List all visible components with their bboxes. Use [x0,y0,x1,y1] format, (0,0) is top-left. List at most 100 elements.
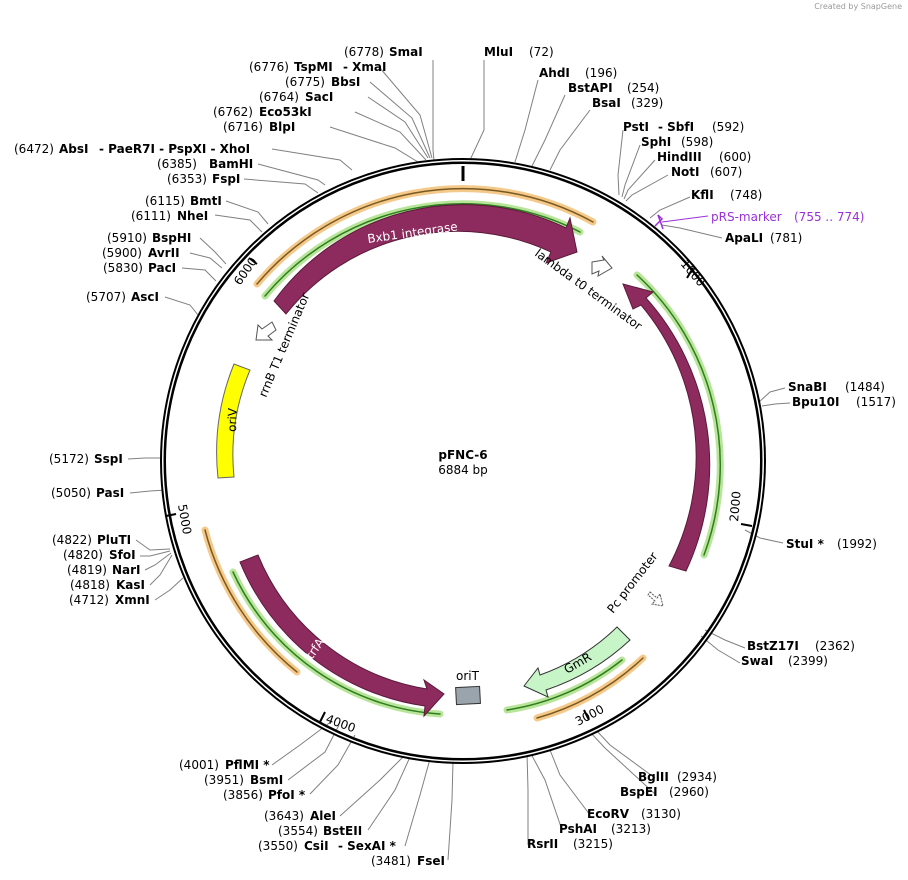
site-name: AhdI [539,66,570,80]
site-name: SwaI [741,654,773,668]
site-name: BamHI [209,157,253,171]
site-pos: (1992) [837,537,877,551]
tick-label-5000: 5000 [175,503,194,536]
site-pos: (2934) [677,770,717,784]
site-name: CsiI [304,839,329,853]
site-name: PacI [148,261,176,275]
site-name: StuI * [786,537,825,551]
site-name: PluTI [97,533,131,547]
site-pos: (6115) [145,194,185,208]
site-name: AvrII [148,246,180,260]
site-name: MluI [484,45,513,59]
site-pos: (2960) [669,785,709,799]
site-pos: (6778) [344,45,384,59]
feature-orit [455,685,481,706]
feature-label-sacb: SacB [669,406,688,438]
site-pos: (6716) [223,120,263,134]
site-pos: (781) [770,231,802,245]
site-name: SfoI [109,548,136,562]
site-pos: (5910) [107,231,147,245]
site-name: PflMI * [225,758,270,772]
feature-bxb1-integrase [273,204,578,315]
feature-label-orit: oriT [456,669,480,683]
site-name: BstAPI [568,81,613,95]
site-name: PstI [623,120,649,134]
feature-label-oriv: oriV [225,407,240,432]
site-name: NotI [671,165,700,179]
site-name: NheI [177,209,208,223]
feature-glows [201,185,724,722]
site-name: BsaI [592,96,621,110]
backbone-inner [163,161,763,761]
primer-arrow [654,214,664,230]
feature-gmr [523,626,631,698]
site-pos: (3481) [371,854,411,868]
site-pos: (600) [719,150,751,164]
site-pos: (6472) [14,142,54,156]
site-labels-right: MluI (72) AhdI (196) BstAPI (254) BsaI (… [484,45,896,851]
site-pos: (4822) [52,533,92,547]
site-name: KflI [691,188,714,202]
site-name: FspI [212,172,240,186]
site-pos: (5900) [102,246,142,260]
site-pos: (329) [631,96,663,110]
site-pos: (6764) [259,90,299,104]
primer-range: (755 .. 774) [794,210,864,224]
site-name: BmtI [190,194,222,208]
site-pos: (4820) [63,548,103,562]
site-pos: (6111) [131,209,171,223]
site-labels-left: (6778) SmaI (6776) TspMI - XmaI (6775) B… [14,45,445,868]
site-pos: (4712) [69,593,109,607]
site-name: Bpu10I [792,395,839,409]
site-pos: (196) [585,66,617,80]
site-name: TspMI [294,60,333,74]
site-name: RsrII [527,837,558,851]
site-name: FseI [417,854,445,868]
primer-name: pRS-marker [711,210,782,224]
primer-leader [661,215,709,223]
site-pos: (72) [529,45,554,59]
site-pos: (3643) [264,809,304,823]
site-name: AleI [310,809,336,823]
site-name: BstEII [323,824,362,838]
site-name: SnaBI [788,380,827,394]
site-name: BbsI [331,75,360,89]
site-name: SacI [305,90,333,104]
scale-ticks [165,257,753,723]
feature-label-pc-promoter: Pc promoter [604,549,660,615]
site-pos: (4819) [67,563,107,577]
site-pos: (254) [627,81,659,95]
site-name: AbsI [59,142,88,156]
site-pos: (598) [681,135,713,149]
feature-rrnb-t1-terminator [255,321,277,341]
site-pos: (607) [710,165,742,179]
site-name: BsmI [250,773,283,787]
site-pos: (6776) [249,60,289,74]
site-name-extra: - SexAI * [338,839,397,853]
site-name: SspI [94,452,123,466]
site-name: PshAI [559,822,597,836]
site-pos: (5707) [86,290,126,304]
site-name: NarI [112,563,141,577]
site-pos: (1484) [845,380,885,394]
site-name: ApaLI [725,231,763,245]
site-name: EcoRV [587,807,630,821]
site-pos: (5050) [51,486,91,500]
site-name: BlpI [269,120,295,134]
snapgene-credit: Created by SnapGene [814,2,902,11]
feature-trfa [239,554,445,718]
site-pos: (592) [712,120,744,134]
feature-lambda-t0-terminator [591,255,613,277]
plasmid-name: pFNC-6 [438,448,487,462]
feature-sacb [622,283,711,572]
site-pos: (2399) [788,654,828,668]
tick-label-2000: 2000 [727,491,744,523]
site-name: PasI [96,486,124,500]
site-pos: (3130) [641,807,681,821]
site-name: BspEI [620,785,658,799]
site-name-extra: - SbfI [658,120,694,134]
site-pos: (6385) [157,157,197,171]
site-pos: (3856) [223,788,263,802]
feature-oriv [216,363,251,479]
